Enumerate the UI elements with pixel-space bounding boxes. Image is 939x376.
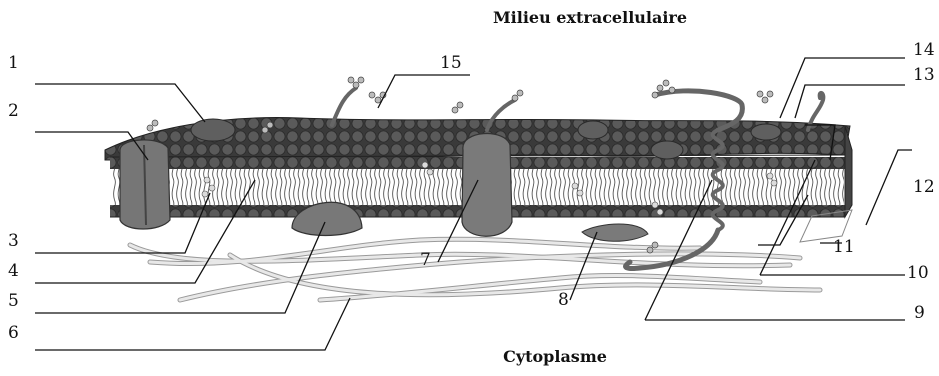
label-4: 4 xyxy=(8,261,19,281)
title-cytoplasm: Cytoplasme xyxy=(503,347,607,366)
label-2: 2 xyxy=(8,101,19,121)
label-5: 5 xyxy=(8,291,19,311)
cytoskeleton-filaments xyxy=(130,239,820,300)
label-1: 1 xyxy=(8,53,19,73)
label-15: 15 xyxy=(440,53,462,73)
label-7: 7 xyxy=(420,250,431,270)
label-9: 9 xyxy=(914,303,925,323)
label-13: 13 xyxy=(913,65,935,85)
label-14: 14 xyxy=(913,40,935,60)
membrane-right-edge xyxy=(845,126,852,217)
label-8: 8 xyxy=(558,290,569,310)
label-12: 12 xyxy=(913,177,935,197)
label-6: 6 xyxy=(8,323,19,343)
title-extracellular: Milieu extracellulaire xyxy=(493,8,687,27)
peripheral-protein-bottom xyxy=(582,224,648,241)
label-11: 11 xyxy=(833,237,855,257)
label-10: 10 xyxy=(907,263,929,283)
channel-protein xyxy=(120,140,170,229)
label-3: 3 xyxy=(8,231,19,251)
integral-protein xyxy=(462,134,512,237)
